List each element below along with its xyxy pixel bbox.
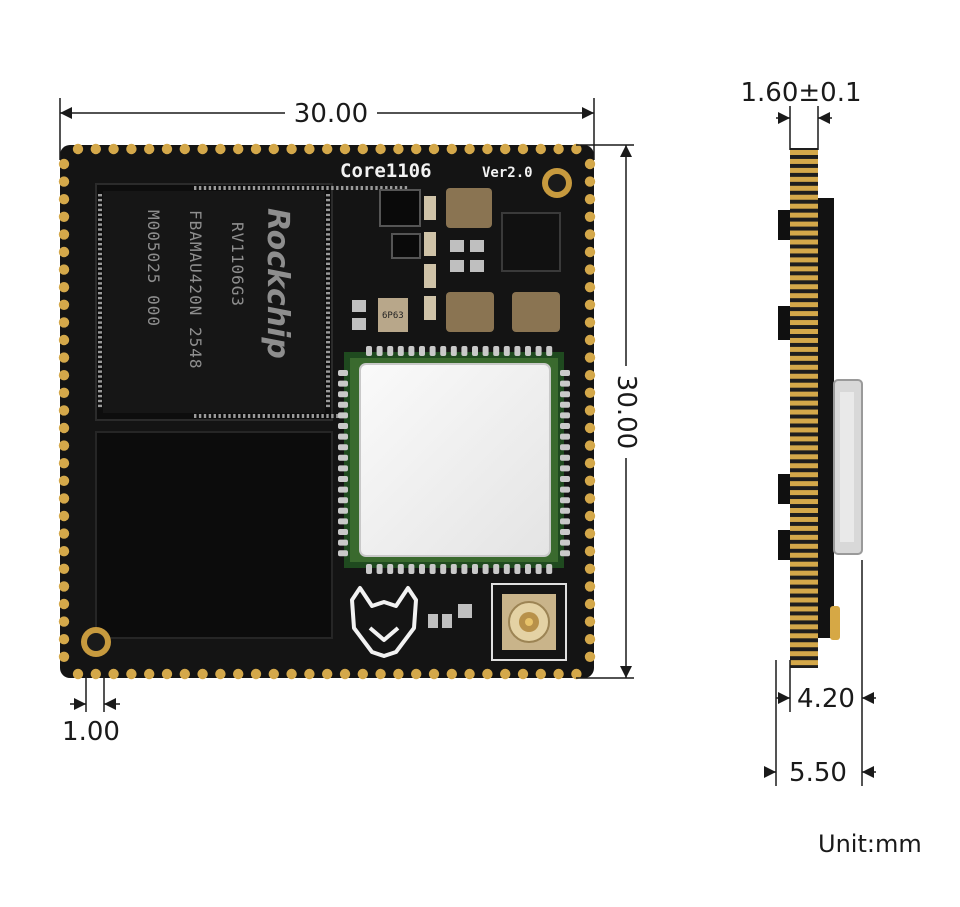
version-silkscreen: Ver2.0 <box>482 165 533 181</box>
board-side-view <box>778 148 863 668</box>
unit-label: Unit:mm <box>818 830 922 858</box>
board-front-view: RV1106G3 FBAMAU420N 2548 M005025 000 Roc… <box>58 143 596 680</box>
ufl-antenna-connector <box>491 583 567 661</box>
wifi-module <box>338 346 570 574</box>
dim-total-height-label: 5.50 <box>789 758 847 788</box>
wifi-module-pins <box>338 346 570 574</box>
dim-board-height <box>576 144 634 679</box>
dim-board-height-label: 30.00 <box>611 375 641 449</box>
dim-component-height <box>776 560 876 712</box>
rf-shield <box>359 363 551 557</box>
side-castellations <box>790 150 818 666</box>
soc-line-2: FBAMAU420N 2548 <box>186 210 205 370</box>
small-part-marking: 6P63 <box>382 311 404 321</box>
soc-brand-logo: Rockchip <box>260 208 295 359</box>
dim-pad-pitch-label: 1.00 <box>62 717 120 747</box>
side-component-stack <box>818 198 834 638</box>
small-components: Core1106 Ver2.0 6P63 <box>81 160 572 657</box>
dim-board-width-label: 30.00 <box>294 99 368 129</box>
soc-line-3: M005025 000 <box>144 210 163 327</box>
dim-component-height-label: 4.20 <box>797 684 855 714</box>
dim-pcb-thickness <box>776 106 832 150</box>
flash-chip <box>95 431 333 639</box>
dim-pad-pitch <box>70 676 120 712</box>
soc-line-1: RV1106G3 <box>228 222 247 307</box>
board-name-silkscreen: Core1106 <box>340 160 432 182</box>
castellated-pads <box>58 143 596 680</box>
dim-pcb-thickness-label: 1.60±0.1 <box>740 78 861 108</box>
dim-board-width <box>59 98 595 160</box>
soc-chip: RV1106G3 FBAMAU420N 2548 M005025 000 Roc… <box>95 183 408 421</box>
fox-logo <box>350 586 418 658</box>
dim-total-height <box>764 660 876 786</box>
side-connector <box>830 606 840 640</box>
